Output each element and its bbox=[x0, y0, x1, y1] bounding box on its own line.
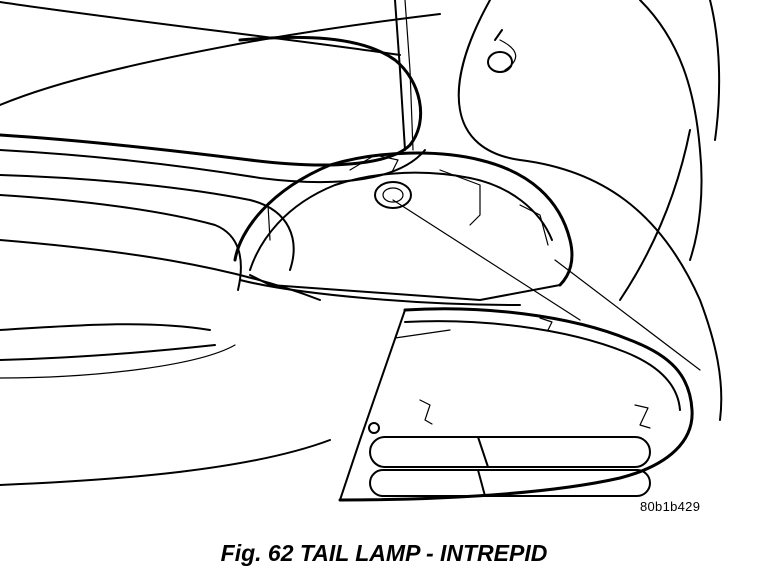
lamp-pocket bbox=[233, 151, 574, 306]
deck-lid-opening bbox=[0, 0, 426, 486]
tail-lamp-assembly bbox=[338, 307, 694, 502]
rear-body-panel bbox=[0, 0, 723, 421]
figure-code: 80b1b429 bbox=[640, 499, 701, 514]
figure-caption: Fig. 62 TAIL LAMP - INTREPID bbox=[220, 540, 548, 566]
